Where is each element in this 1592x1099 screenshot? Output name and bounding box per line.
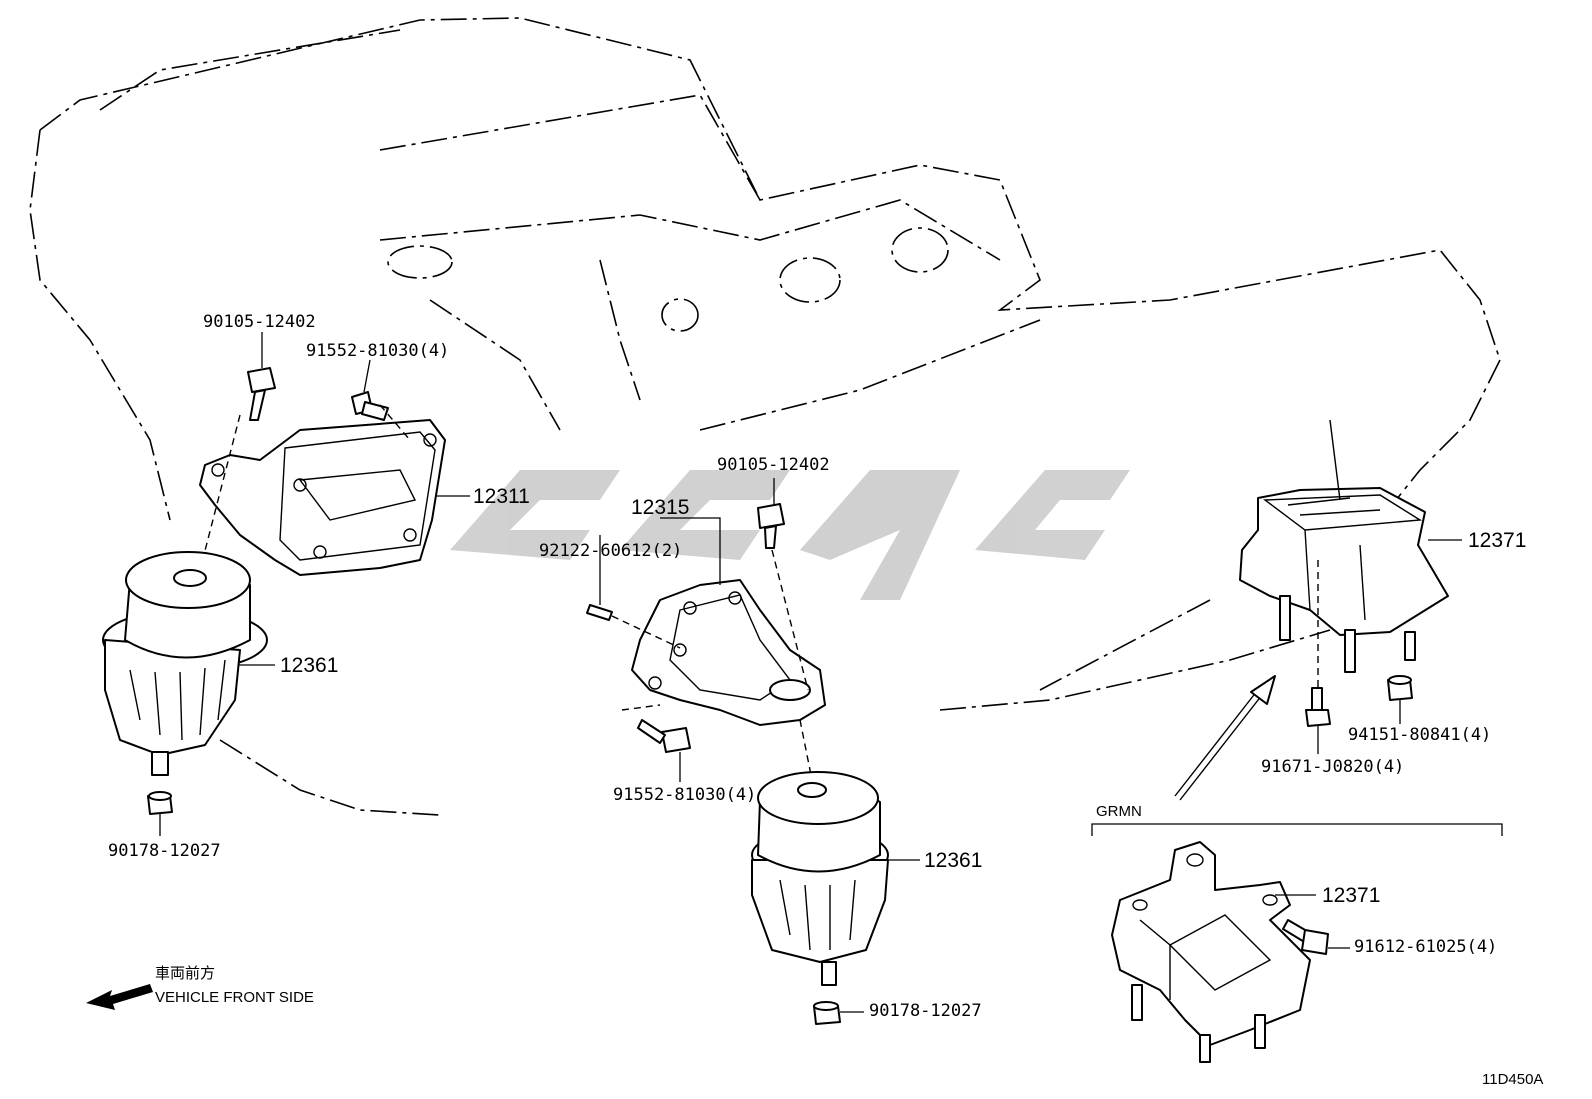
grmn-section-bracket xyxy=(1091,823,1503,836)
label-grmn-mount: 12371 xyxy=(1322,884,1380,907)
label-left-insulator: 12361 xyxy=(280,654,338,677)
rear-mount-pointer-arrow xyxy=(1174,675,1276,801)
rear-transmission-mount xyxy=(1239,487,1449,673)
grmn-bolt xyxy=(1282,919,1329,955)
label-center-bracket: 12315 xyxy=(631,496,689,519)
center-stud xyxy=(586,604,613,621)
center-nut xyxy=(813,1001,841,1025)
engine-phantom-outline xyxy=(29,17,1501,816)
direction-english-text: VEHICLE FRONT SIDE xyxy=(155,989,314,1006)
left-nut xyxy=(147,791,173,815)
left-flange-bolt xyxy=(351,391,389,421)
label-center-insulator: 12361 xyxy=(924,849,982,872)
label-left-bolt-top: 90105-12402 xyxy=(203,312,316,332)
direction-japanese-text: 車両前方 xyxy=(155,965,215,982)
left-top-bolt xyxy=(247,367,276,421)
vehicle-front-arrow-icon xyxy=(86,984,153,1010)
label-center-bolts: 91552-81030(4) xyxy=(613,785,756,805)
label-left-bolts: 91552-81030(4) xyxy=(306,341,449,361)
center-top-bolt xyxy=(757,503,785,549)
center-side-bolt xyxy=(637,719,691,753)
label-center-bolt-top: 90105-12402 xyxy=(717,455,830,475)
center-engine-mount-bracket xyxy=(631,579,826,726)
label-rear-mount: 12371 xyxy=(1468,529,1526,552)
label-rear-bolt: 91671-J0820(4) xyxy=(1261,757,1404,777)
left-engine-mount-bracket xyxy=(199,419,446,576)
label-left-nut: 90178-12027 xyxy=(108,841,221,861)
center-engine-mount-insulator xyxy=(751,771,889,986)
watermark-logo: ccpc xyxy=(450,470,1130,600)
left-engine-mount-insulator xyxy=(102,551,268,776)
leader-lines xyxy=(159,332,1462,1013)
rear-bolt xyxy=(1305,687,1331,727)
label-rear-nut: 94151-80841(4) xyxy=(1348,725,1491,745)
rear-nut xyxy=(1387,675,1413,701)
grmn-transmission-mount xyxy=(1111,841,1311,1063)
label-grmn-section: GRMN xyxy=(1096,803,1142,820)
label-center-nut: 90178-12027 xyxy=(869,1001,982,1021)
label-center-stud: 92122-60612(2) xyxy=(539,541,682,561)
diagram-code: 11D450A xyxy=(1482,1071,1543,1088)
label-left-bracket: 12311 xyxy=(473,485,530,508)
label-grmn-bolt: 91612-61025(4) xyxy=(1354,937,1497,957)
